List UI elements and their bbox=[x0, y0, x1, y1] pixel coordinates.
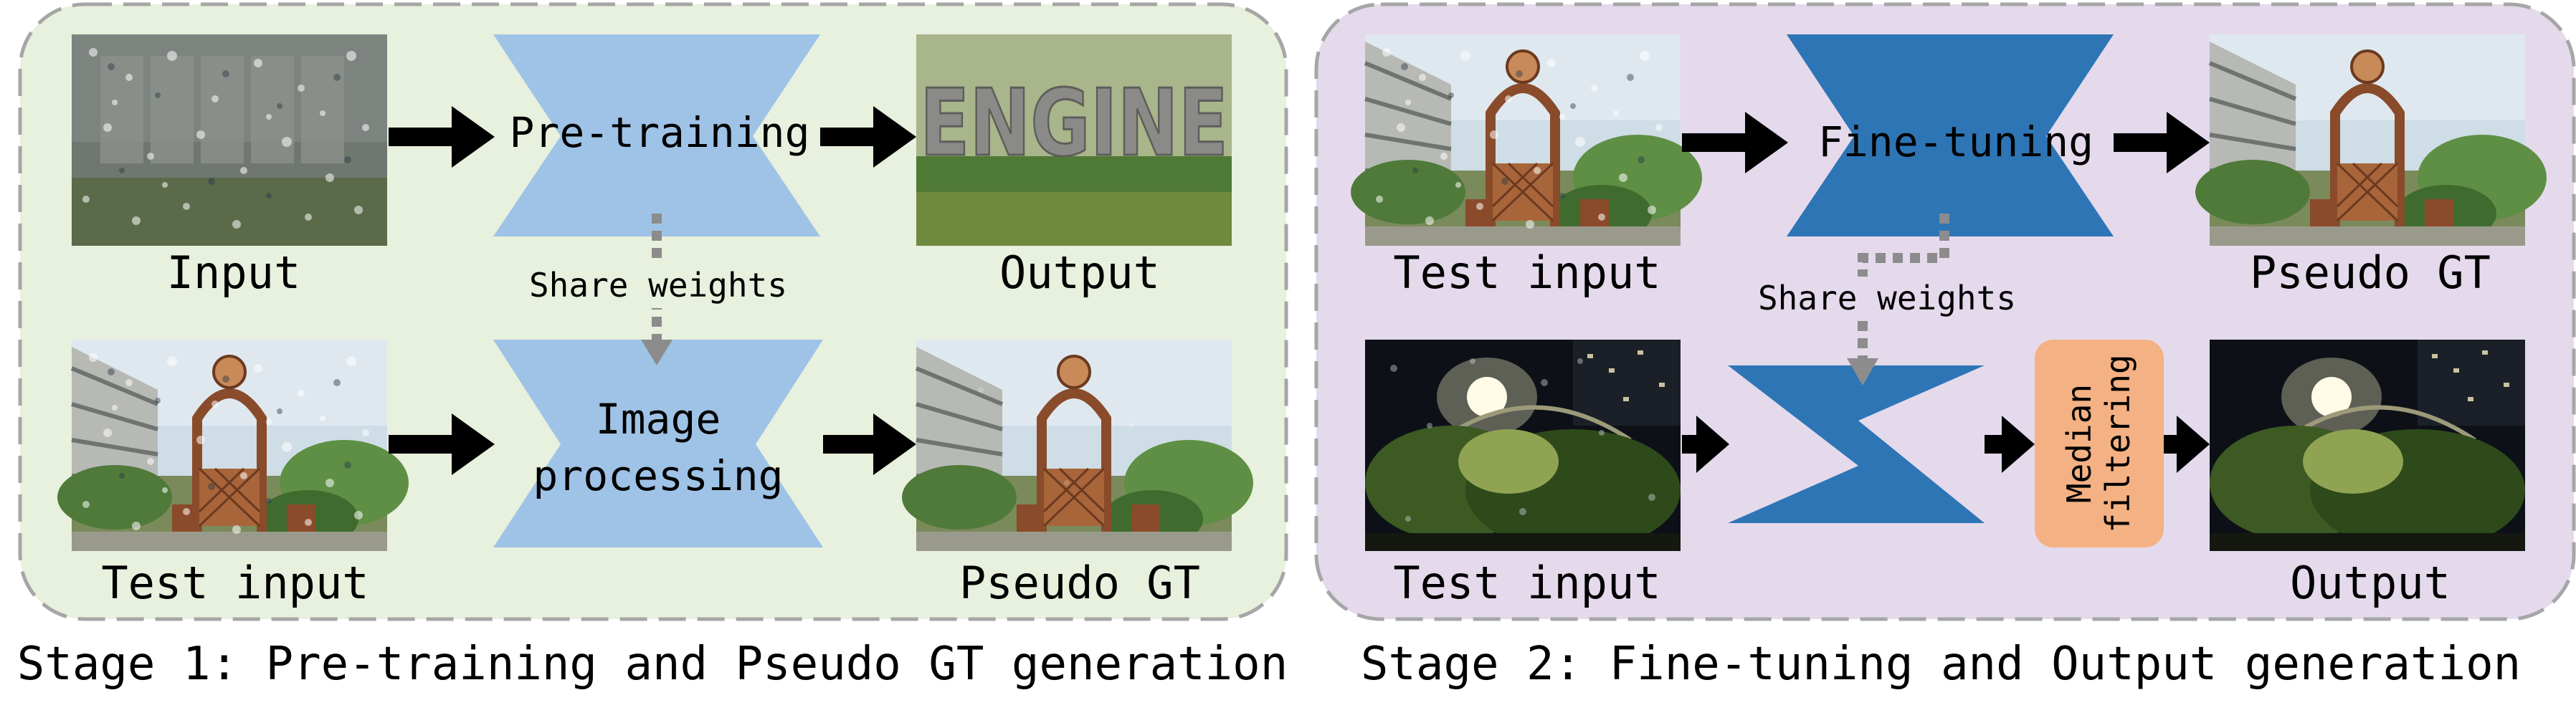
stage1-share-weights-arrow bbox=[641, 214, 672, 365]
pretraining-network bbox=[493, 34, 820, 236]
stage1-test-input-image bbox=[57, 340, 409, 551]
stage1-arrows bbox=[389, 106, 916, 475]
arrow-filter-to-output bbox=[2164, 416, 2210, 473]
arrow-pretraining-to-output bbox=[820, 106, 916, 168]
arrow-network-to-filter bbox=[1985, 416, 2035, 473]
stage1-input-label: Input bbox=[167, 246, 301, 299]
arrow-input-to-pretraining bbox=[389, 106, 495, 168]
image-processing-label-line1: Image bbox=[596, 395, 721, 444]
stage1-test-input-label: Test input bbox=[101, 557, 369, 609]
share-label-bg bbox=[545, 264, 817, 308]
stage2-test-input-label: Test input bbox=[1393, 246, 1660, 299]
stage2-arrows bbox=[1682, 112, 2210, 473]
stage2-share-weights-label: Share weights bbox=[1758, 279, 2016, 317]
median-filtering-box bbox=[2035, 340, 2164, 547]
stage2-pseudo-gt-label: Pseudo GT bbox=[2250, 246, 2491, 299]
image-processing-network bbox=[493, 340, 823, 547]
stage1-panel: ENGINE Pre-training Image processing bbox=[18, 2, 1288, 621]
stage2-inference-network bbox=[1728, 365, 1985, 523]
arrow-testinput-to-processing bbox=[389, 413, 495, 475]
stage1-caption: Stage 1: Pre-training and Pseudo GT gene… bbox=[17, 638, 1288, 691]
share-label-bg-2 bbox=[1749, 277, 2022, 321]
finetuning-label: Fine-tuning bbox=[1818, 118, 2093, 166]
stage2-output-label: Output bbox=[2290, 557, 2451, 609]
arrow-nightinput-to-network bbox=[1682, 416, 1729, 473]
arrow-finetuning-to-pseudogt bbox=[2114, 112, 2210, 173]
stage2-caption: Stage 2: Fine-tuning and Output generati… bbox=[1361, 638, 2521, 691]
stage2-pseudo-gt-image bbox=[2195, 34, 2547, 246]
stage2-test-input-image bbox=[1351, 34, 1702, 246]
median-filtering-line1: Median bbox=[2060, 384, 2099, 503]
stage1-input-image bbox=[72, 34, 387, 246]
median-filtering-text: Median filtering bbox=[2060, 354, 2137, 532]
engine-sign-text: ENGINE bbox=[920, 70, 1228, 177]
stage1-pseudo-gt-image bbox=[902, 340, 1253, 551]
stage2-output-image bbox=[2210, 340, 2525, 551]
pretraining-label: Pre-training bbox=[509, 108, 809, 157]
finetuning-network bbox=[1787, 34, 2114, 236]
arrow-testinput-to-finetuning bbox=[1682, 112, 1788, 173]
stage1-pseudo-gt-label: Pseudo GT bbox=[959, 557, 1200, 609]
median-filtering-line2: filtering bbox=[2099, 354, 2137, 532]
arrow-processing-to-pseudogt bbox=[823, 413, 916, 475]
stage1-output-image: ENGINE bbox=[916, 34, 1232, 246]
stage2-night-test-input-image bbox=[1365, 340, 1681, 551]
stage2-panel: Fine-tuning Median filtering bbox=[1314, 2, 2576, 621]
image-processing-label-line2: processing bbox=[533, 451, 783, 500]
stage1-output-label: Output bbox=[999, 246, 1160, 299]
stage1-share-weights-label: Share weights bbox=[529, 266, 787, 305]
stage2-night-test-input-label: Test input bbox=[1393, 557, 1660, 609]
